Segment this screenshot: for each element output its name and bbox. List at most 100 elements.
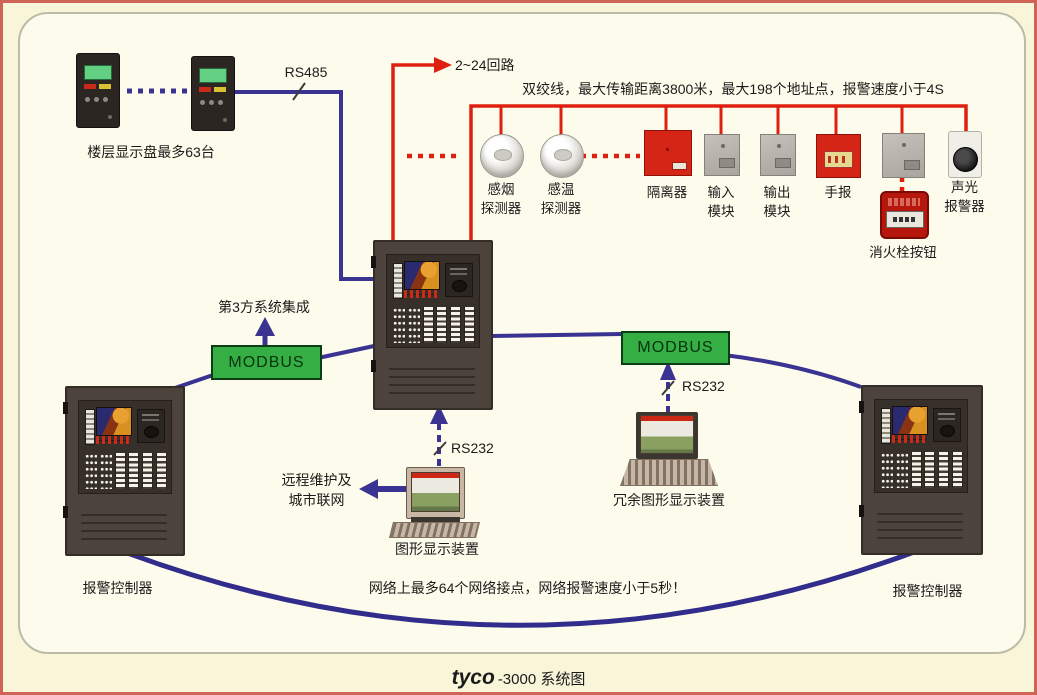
- modbus-left-label: MODBUS: [228, 353, 305, 371]
- buttons: [200, 100, 205, 105]
- label-chip: [672, 162, 687, 170]
- remote-maintenance-label: 远程维护及 城市联网: [281, 472, 352, 508]
- panel-face: [78, 400, 172, 494]
- rs232-center-label: RS232: [451, 440, 494, 456]
- main-fire-panel: [371, 240, 493, 410]
- led: [223, 118, 227, 122]
- panel-indicators: [404, 290, 438, 298]
- floor-display-screen: [84, 65, 112, 80]
- panel-to-modbus-right-line: [489, 332, 623, 338]
- loop-riser-line: [391, 63, 436, 240]
- modbus-right-label: MODBUS: [637, 339, 714, 356]
- horn-icon: [953, 147, 978, 172]
- hydrant-label: 消火栓按钮: [869, 245, 937, 260]
- controller-right-label: 报警控制器: [892, 583, 963, 599]
- panel-keypad: [137, 409, 165, 443]
- output-module-label: 输出 模块: [763, 185, 791, 220]
- panel-display: [404, 261, 440, 290]
- smoke-detector: [480, 134, 524, 178]
- hydrant-text: [888, 198, 920, 206]
- label-chip: [904, 160, 920, 170]
- zone-list: [881, 408, 891, 444]
- panel-to-modbus-left-line: [317, 344, 375, 360]
- floor-display-label: 楼层显示盘最多63台: [87, 144, 215, 160]
- isolator-module: [644, 130, 692, 176]
- indicator-red: [199, 87, 211, 92]
- sounder-strobe: [948, 131, 982, 178]
- indicator-yellow: [214, 87, 226, 92]
- panel-face: [874, 399, 968, 493]
- modbus-right-to-controller-line: [723, 353, 862, 389]
- rs485-label: RS485: [284, 64, 328, 80]
- rs232-center-tick-icon: [433, 441, 447, 456]
- panel-face: [386, 254, 480, 348]
- detector-center: [493, 149, 513, 161]
- hydrant-input-module: [882, 133, 925, 178]
- alarm-controller-right: [859, 385, 983, 555]
- monitor-screen: [411, 472, 460, 512]
- detection-bus-line: [469, 104, 968, 240]
- vents: [877, 513, 963, 541]
- floor-display-unit-2: [191, 56, 235, 131]
- graphic-display-label: 图形显示装置: [395, 541, 479, 557]
- circuits-label: 2~24回路: [455, 57, 515, 73]
- redundant-display-keyboard: [620, 459, 718, 486]
- panel-keypad: [933, 408, 961, 442]
- output-module: [760, 134, 796, 176]
- rs232-right-tick-icon: [661, 380, 675, 396]
- hinge: [371, 256, 376, 268]
- zone-list: [85, 409, 95, 445]
- led: [776, 143, 781, 148]
- floor-display-unit-1: [76, 53, 120, 128]
- hinge: [859, 401, 864, 413]
- caption-text: -3000 系统图: [497, 671, 586, 688]
- hinge: [371, 360, 376, 372]
- manual-call-label: 手报: [824, 185, 852, 200]
- vents: [81, 514, 167, 542]
- heat-detector-label: 感温 探测器: [540, 182, 582, 217]
- diagram-caption: tyco-3000 系统图: [3, 666, 1034, 690]
- graphic-display-monitor: [406, 467, 465, 519]
- network-note: 网络上最多64个网络接点，网络报警速度小于5秒！: [368, 580, 687, 596]
- led: [720, 143, 725, 148]
- panel-display: [892, 406, 928, 435]
- led: [666, 147, 670, 151]
- controller-left-label: 报警控制器: [82, 580, 153, 596]
- vents: [389, 368, 475, 396]
- isolator-label: 隔离器: [646, 185, 688, 200]
- diagram-border: [18, 12, 1026, 654]
- hydrant-button: [880, 191, 929, 239]
- floor-display-screen: [199, 68, 227, 83]
- rs232-right-label: RS232: [682, 378, 725, 394]
- label-chip: [824, 151, 853, 168]
- label-chip: [719, 158, 735, 168]
- heat-detector: [540, 134, 584, 178]
- modbus-gateway-right: MODBUS: [621, 331, 730, 365]
- brand-logo: tyco: [451, 666, 495, 689]
- third-party-label: 第3方系统集成: [218, 299, 310, 315]
- indicator-yellow: [99, 84, 111, 89]
- redundant-display-label: 冗余图形显示装置: [613, 492, 725, 508]
- device-drop-lines: [499, 106, 904, 135]
- panel-indicators: [96, 436, 130, 444]
- wiring-layer: [121, 57, 968, 628]
- alarm-controller-left: [63, 386, 185, 556]
- panel-keypad: [445, 263, 473, 297]
- network-ring-arc: [121, 548, 915, 628]
- led-columns: [85, 453, 167, 489]
- smoke-detector-label: 感烟 探测器: [480, 182, 522, 217]
- monitor-stand: [411, 517, 460, 522]
- rs232-right-arrowhead-icon: [660, 361, 676, 380]
- detector-center: [553, 149, 573, 161]
- rs485-tick-icon: [292, 82, 306, 101]
- input-module-label: 输入 模块: [707, 185, 735, 220]
- input-module: [704, 134, 740, 176]
- loop-arrowhead-icon: [434, 57, 452, 73]
- label-chip: [775, 158, 791, 168]
- hydrant-glass: [886, 211, 924, 228]
- remote-arrowhead-icon: [359, 479, 378, 499]
- rs485-line: [233, 90, 375, 281]
- buttons: [85, 97, 90, 102]
- manual-call-point: [816, 134, 861, 178]
